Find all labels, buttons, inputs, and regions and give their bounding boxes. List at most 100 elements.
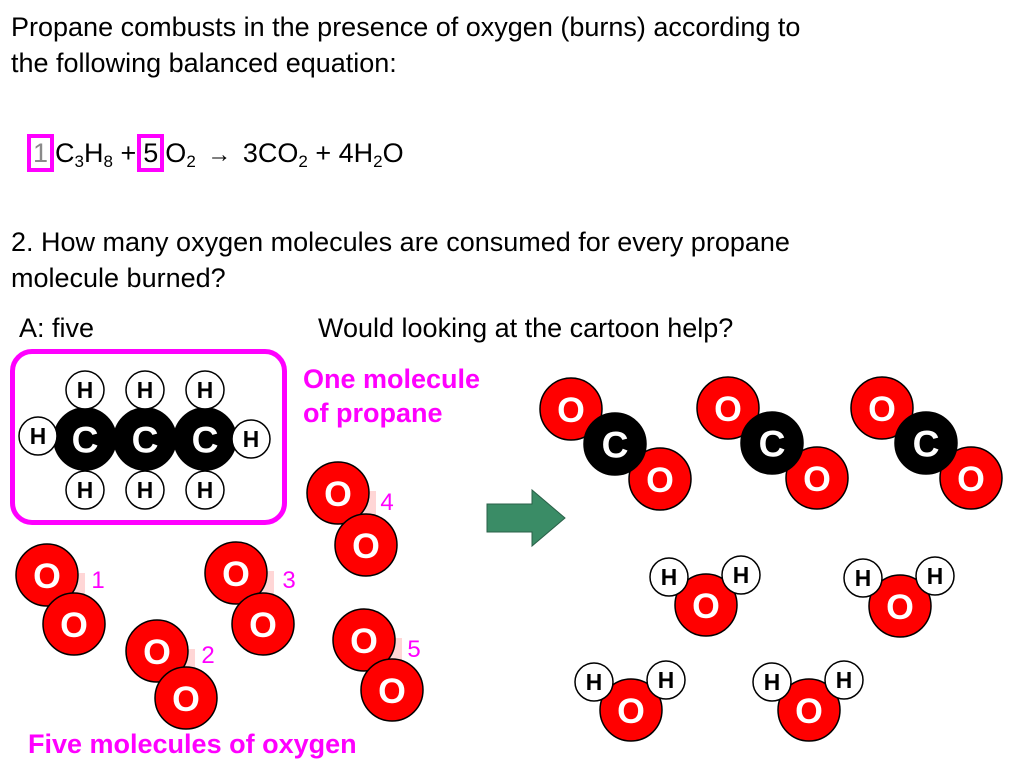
co2-3-oxygen-top-circle bbox=[850, 376, 914, 440]
propane-h-subscript: 8 bbox=[103, 152, 113, 171]
oxygen-molecule-5-atom-2-symbol: O bbox=[378, 671, 406, 711]
intro-text: Propane combusts in the presence of oxyg… bbox=[11, 9, 800, 81]
propane-h: H bbox=[84, 138, 104, 168]
reaction-arrow: → bbox=[207, 141, 232, 168]
water-2-oxygen-symbol: O bbox=[886, 587, 914, 627]
co2-1-carbon-symbol: C bbox=[602, 423, 629, 465]
propane-coefficient-box: 1 bbox=[27, 134, 55, 172]
oxygen-molecule-2-atom-1-circle bbox=[125, 619, 189, 683]
water-2-hydrogen-left-symbol: H bbox=[855, 565, 871, 591]
co2-1-carbon-circle bbox=[583, 412, 647, 476]
water-4-oxygen-circle bbox=[777, 678, 841, 742]
propane-hydrogen-5-symbol: H bbox=[137, 477, 153, 503]
oxygen-molecule-3-atom-2-circle bbox=[231, 592, 295, 656]
water-3-oxygen-symbol: O bbox=[617, 691, 645, 731]
water-1-hydrogen-right-symbol: H bbox=[733, 562, 749, 588]
oxygen-label: Five molecules of oxygen bbox=[28, 729, 357, 759]
oxygen-molecule-5-atom-1-circle bbox=[332, 608, 396, 672]
water-1-hydrogen-right-circle bbox=[721, 555, 761, 595]
propane-hydrogen-8-circle bbox=[231, 419, 271, 459]
co2-2-carbon-circle bbox=[740, 411, 804, 475]
propane-c: C bbox=[55, 138, 75, 168]
answer-text: A: five bbox=[19, 313, 95, 343]
oxygen-subscript: 2 bbox=[186, 152, 196, 171]
oxygen-molecule-3-atom-2-symbol: O bbox=[249, 605, 277, 645]
oxygen-coefficient-box: 5 bbox=[137, 134, 165, 172]
propane-hydrogen-6-circle bbox=[185, 470, 225, 510]
propane-label-line-1: One molecule bbox=[303, 364, 481, 394]
propane-c-subscript: 3 bbox=[74, 152, 84, 171]
oxygen-molecule-1-atom-2-symbol: O bbox=[60, 605, 88, 645]
co2-2-oxygen-bottom-symbol: O bbox=[803, 459, 831, 499]
co2-2-oxygen-top-circle bbox=[696, 376, 760, 440]
co2-3-oxygen-top-symbol: O bbox=[868, 389, 896, 429]
water-1-hydrogen-left-circle bbox=[649, 557, 689, 597]
propane-label-line-2: of propane bbox=[303, 398, 443, 428]
propane-hydrogen-5-circle bbox=[125, 470, 165, 510]
propane-carbon-2-symbol: C bbox=[132, 418, 159, 460]
oxygen-molecule-1-number: 1 bbox=[91, 567, 104, 594]
co2-1-oxygen-bottom-symbol: O bbox=[646, 460, 674, 500]
co2-subscript: 2 bbox=[298, 152, 308, 171]
oxygen-molecule-4-atom-1-symbol: O bbox=[324, 474, 352, 514]
oxygen-molecule-3-atom-1-circle bbox=[204, 541, 268, 605]
oxygen-o: O bbox=[165, 138, 187, 168]
oxygen-molecule-1-atom-1-symbol: O bbox=[33, 556, 61, 596]
h2o-subscript: 2 bbox=[373, 152, 383, 171]
co2-3-carbon-symbol: C bbox=[913, 422, 940, 464]
water-3-hydrogen-left-symbol: H bbox=[586, 669, 602, 695]
question-text: 2. How many oxygen molecules are consume… bbox=[11, 224, 790, 296]
co2-1-oxygen-top-circle bbox=[539, 377, 603, 441]
propane-hydrogen-4-symbol: H bbox=[77, 477, 93, 503]
water-4-oxygen-symbol: O bbox=[795, 691, 823, 731]
plus-sign-2: + bbox=[315, 138, 332, 168]
co2-term: 3CO bbox=[242, 138, 299, 168]
hint-text: Would looking at the cartoon help? bbox=[318, 313, 734, 343]
oxygen-molecule-2-atom-1-symbol: O bbox=[143, 632, 171, 672]
co2-3-oxygen-bottom-circle bbox=[939, 446, 1003, 510]
oxygen-molecule-4-atom-2-symbol: O bbox=[352, 526, 380, 566]
propane-hydrogen-8-symbol: H bbox=[243, 426, 259, 452]
oxygen-molecule-4-atom-2-circle bbox=[334, 513, 398, 577]
propane-hydrogen-6-symbol: H bbox=[197, 477, 213, 503]
oxygen-molecule-4-atom-1-circle bbox=[306, 461, 370, 525]
water-1-hydrogen-left-symbol: H bbox=[661, 564, 677, 590]
propane-hydrogen-1-circle bbox=[65, 370, 105, 410]
oxygen-molecule-3-number: 3 bbox=[282, 567, 295, 594]
co2-2-carbon-symbol: C bbox=[759, 422, 786, 464]
propane-hydrogen-1-symbol: H bbox=[77, 377, 93, 403]
co2-2-oxygen-bottom-circle bbox=[785, 446, 849, 510]
question-line-2: molecule burned? bbox=[11, 263, 226, 293]
oxygen-molecule-2-atom-2-symbol: O bbox=[172, 679, 200, 719]
water-3-oxygen-circle bbox=[599, 678, 663, 742]
oxygen-molecule-2-number: 2 bbox=[201, 642, 214, 669]
propane-hydrogen-2-circle bbox=[125, 370, 165, 410]
water-2-hydrogen-left-circle bbox=[843, 558, 883, 598]
h2o-o: O bbox=[382, 138, 404, 168]
propane-hydrogen-7-circle bbox=[18, 416, 58, 456]
water-2-hydrogen-right-circle bbox=[915, 556, 955, 596]
oxygen-molecule-5-atom-2-circle bbox=[360, 658, 424, 722]
oxygen-molecule-1-atom-2-circle bbox=[42, 592, 106, 656]
propane-carbon-1-symbol: C bbox=[72, 418, 99, 460]
propane-label: One molecule of propane bbox=[303, 362, 480, 430]
propane-hydrogen-3-circle bbox=[185, 370, 225, 410]
co2-1-oxygen-bottom-circle bbox=[628, 447, 692, 511]
oxygen-molecule-2-atom-2-circle bbox=[154, 666, 218, 730]
intro-line-2: the following balanced equation: bbox=[11, 48, 397, 78]
co2-2-oxygen-top-symbol: O bbox=[714, 389, 742, 429]
plus-sign-1: + bbox=[120, 138, 137, 168]
h2o-term: 4H bbox=[338, 138, 374, 168]
oxygen-molecule-1-atom-1-circle bbox=[15, 543, 79, 607]
water-1-oxygen-circle bbox=[674, 573, 738, 637]
propane-hydrogen-4-circle bbox=[65, 470, 105, 510]
oxygen-molecule-3-atom-1-symbol: O bbox=[222, 554, 250, 594]
water-2-oxygen-circle bbox=[868, 574, 932, 638]
propane-highlight-box bbox=[10, 349, 287, 525]
water-3-hydrogen-right-symbol: H bbox=[658, 667, 674, 693]
water-4-hydrogen-right-symbol: H bbox=[836, 667, 852, 693]
oxygen-molecule-5-atom-1-symbol: O bbox=[350, 621, 378, 661]
oxygen-molecule-4-number: 4 bbox=[380, 489, 393, 516]
